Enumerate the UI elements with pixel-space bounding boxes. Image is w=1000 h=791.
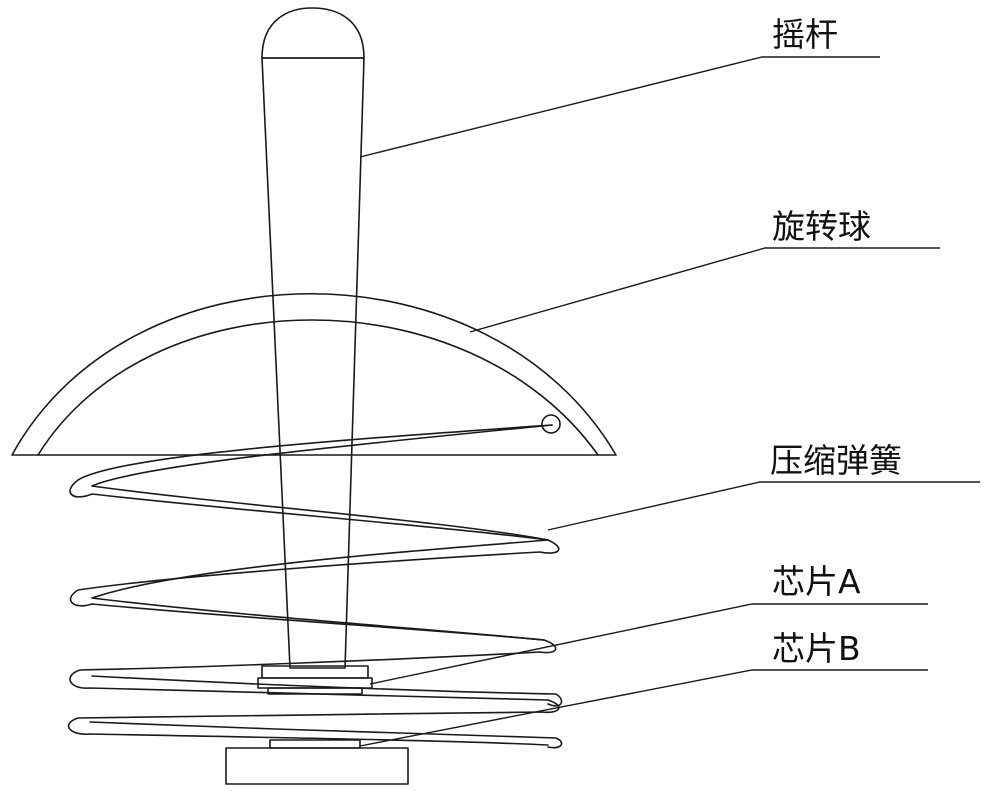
joystick-knob: [261, 7, 365, 59]
base-block: [225, 747, 409, 785]
joystick-shaft: [261, 57, 365, 669]
chip-a: [257, 665, 373, 695]
leader-rotating-ball: [469, 247, 940, 333]
spring-coil-8: [89, 721, 563, 749]
label-joystick: 摇杆: [772, 15, 838, 54]
leader-compression-spring: [547, 481, 980, 531]
label-rotating-ball: 旋转球: [772, 207, 871, 246]
spring-end-loop: [541, 414, 561, 434]
rotating-ball-inner-arc: [37, 319, 599, 456]
chip-b: [269, 739, 361, 749]
spring-coil-4: [91, 539, 549, 641]
leader-chip-b: [359, 669, 928, 747]
leader-lines: [359, 56, 980, 747]
label-chip-b: 芯片B: [772, 629, 861, 668]
joystick: [261, 7, 365, 669]
leader-joystick: [359, 56, 880, 158]
chip-a-plate-low: [267, 687, 363, 695]
spring-coil-3: [69, 539, 560, 641]
label-compression-spring: 压缩弹簧: [770, 441, 902, 480]
spring-coil-2: [91, 424, 553, 541]
rotating-ball: [11, 292, 617, 456]
leader-chip-a: [369, 603, 928, 685]
label-chip-a: 芯片A: [772, 562, 861, 601]
spring-coil-1: [69, 424, 553, 541]
spring-coil-7: [91, 675, 563, 707]
chip-b-plate: [269, 739, 361, 749]
rotating-ball-outer-arc: [11, 292, 617, 456]
spring-coil-6: [67, 699, 560, 746]
spring-coil-5: [69, 639, 557, 701]
compression-spring: [67, 414, 563, 749]
